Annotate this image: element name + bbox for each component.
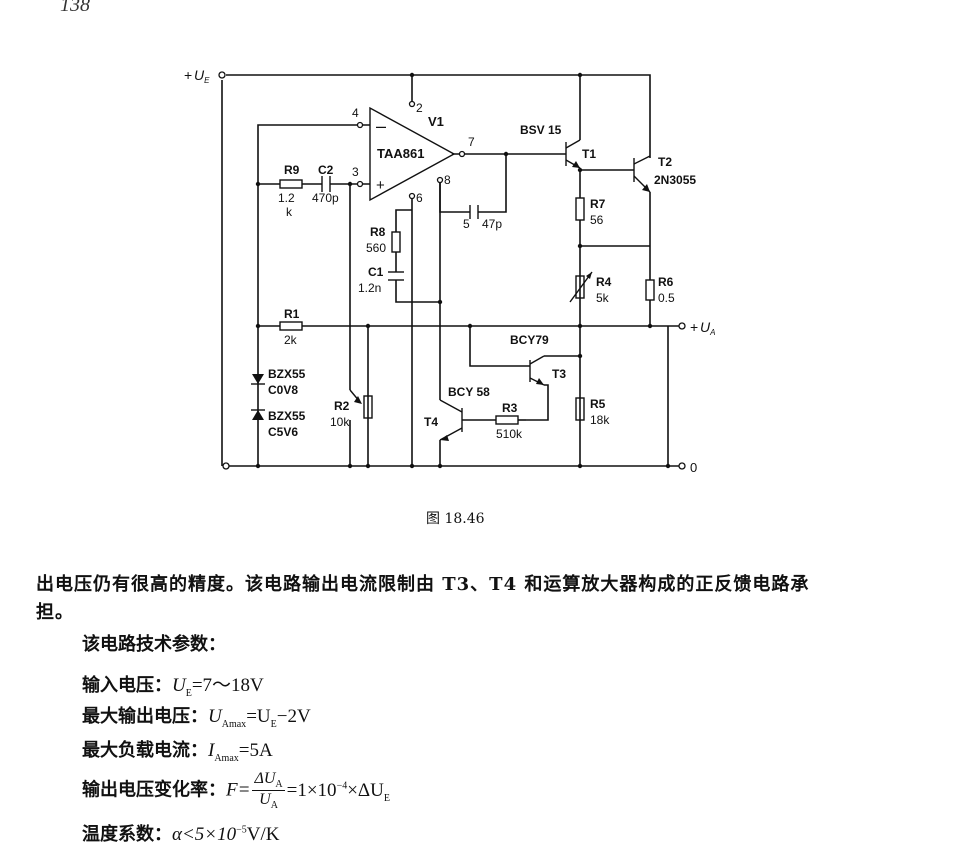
ue-plus: +: [184, 67, 192, 83]
opamp-v1: V1: [428, 114, 444, 129]
svg-text:5k: 5k: [596, 291, 610, 305]
r6: R6 0.5: [645, 275, 675, 305]
zener-1: BZX55 C0V8: [251, 367, 306, 397]
junction-dots: [255, 72, 671, 469]
svg-text:R9: R9: [284, 163, 300, 177]
svg-text:1.2n: 1.2n: [358, 281, 381, 295]
transistor-t2: T2 2N3055: [633, 155, 696, 193]
svg-text:47p: 47p: [482, 217, 502, 231]
r1: R1 2k: [279, 307, 303, 347]
svg-text:R4: R4: [596, 275, 612, 289]
svg-text:10k: 10k: [330, 415, 350, 429]
rail-labels: + UE + UA 0: [184, 67, 715, 475]
ua-plus: +: [690, 319, 698, 335]
transistor-t3: BCY79 T3: [510, 333, 566, 386]
svg-text:560: 560: [366, 241, 386, 255]
svg-text:2N3055: 2N3055: [654, 173, 696, 187]
r4: R4 5k: [569, 271, 612, 305]
r5: R5 18k: [575, 397, 610, 427]
param-temperature-coefficient: 温度系数：α<5×10−5V/K: [82, 824, 280, 845]
page-number: 138: [60, 0, 90, 16]
ground-label: 0: [690, 460, 697, 475]
r3: R3 510k: [495, 401, 526, 441]
svg-text:510k: 510k: [496, 427, 523, 441]
terminal-ua: [678, 322, 686, 330]
pin-3: 3: [352, 165, 359, 179]
param-max-output-voltage: 最大输出电压：UAmax=UE−2V: [82, 706, 311, 730]
svg-text:T2: T2: [658, 155, 672, 169]
svg-text:R5: R5: [590, 397, 606, 411]
svg-text:R3: R3: [502, 401, 518, 415]
svg-text:0.5: 0.5: [658, 291, 675, 305]
svg-text:T3: T3: [552, 367, 566, 381]
pin-5: 5: [463, 217, 470, 231]
svg-text:BCY79: BCY79: [510, 333, 549, 347]
ue-label: UE: [194, 67, 210, 85]
c-47p: 47p: [469, 205, 502, 231]
paragraph-2: 担。: [36, 602, 74, 623]
circuit-diagram: – + TAA861 V1 2 4 3 7 8 6 5 R9 1.2 k C2 …: [184, 67, 715, 475]
svg-text:C2: C2: [318, 163, 334, 177]
figure-caption: 图 18.46: [426, 511, 485, 527]
svg-text:C0V8: C0V8: [268, 383, 298, 397]
svg-text:T4: T4: [424, 415, 438, 429]
pin-7: 7: [468, 135, 475, 149]
terminal-ue: [218, 71, 226, 79]
svg-text:56: 56: [590, 213, 604, 227]
svg-text:18k: 18k: [590, 413, 610, 427]
svg-text:470p: 470p: [312, 191, 339, 205]
pin-8: 8: [444, 173, 451, 187]
svg-text:BZX55: BZX55: [268, 409, 306, 423]
svg-text:R2: R2: [334, 399, 350, 413]
zener-2: BZX55 C5V6: [251, 409, 306, 439]
ground-left-terminal: [222, 462, 230, 470]
svg-text:1.2: 1.2: [278, 191, 295, 205]
svg-text:R6: R6: [658, 275, 674, 289]
ua-label: UA: [700, 319, 715, 337]
opamp-label: TAA861: [377, 146, 424, 161]
svg-text:k: k: [286, 205, 293, 219]
r9: R9 1.2 k: [278, 163, 303, 219]
params-title: 该电路技术参数：: [82, 634, 226, 655]
terminal-ground: [678, 462, 686, 470]
svg-text:C1: C1: [368, 265, 384, 279]
svg-text:R1: R1: [284, 307, 300, 321]
transistor-t4: BCY 58 T4: [424, 385, 490, 441]
c1: C1 1.2n: [358, 265, 404, 295]
svg-text:2k: 2k: [284, 333, 298, 347]
opamp-minus: –: [376, 116, 386, 136]
svg-text:BSV 15: BSV 15: [520, 123, 562, 137]
c2: C2 470p: [312, 163, 339, 205]
svg-text:BZX55: BZX55: [268, 367, 306, 381]
param-input-voltage: 输入电压：UE=7～18V: [82, 675, 264, 699]
opamp-plus: +: [376, 177, 385, 194]
circuit-wires: [221, 74, 682, 467]
r2: R2 10k: [330, 389, 373, 429]
r8: R8 560: [366, 225, 401, 255]
r7: R7 56: [575, 197, 606, 227]
paragraph-1: 出电压仍有很高的精度。该电路输出电流限制由 T3、T4 和运算放大器构成的正反馈…: [36, 574, 810, 595]
svg-text:R7: R7: [590, 197, 606, 211]
pin-2: 2: [416, 101, 423, 115]
svg-text:BCY 58: BCY 58: [448, 385, 490, 399]
svg-text:T1: T1: [582, 147, 596, 161]
pin-4: 4: [352, 106, 359, 120]
transistor-t1: BSV 15 T1: [520, 123, 596, 169]
pin-6: 6: [416, 191, 423, 205]
svg-text:C5V6: C5V6: [268, 425, 298, 439]
param-max-load-current: 最大负载电流：IAmax=5A: [82, 740, 273, 764]
opamp: – + TAA861 V1 2 4 3 7 8 6 5: [352, 100, 475, 231]
svg-text:R8: R8: [370, 225, 386, 239]
